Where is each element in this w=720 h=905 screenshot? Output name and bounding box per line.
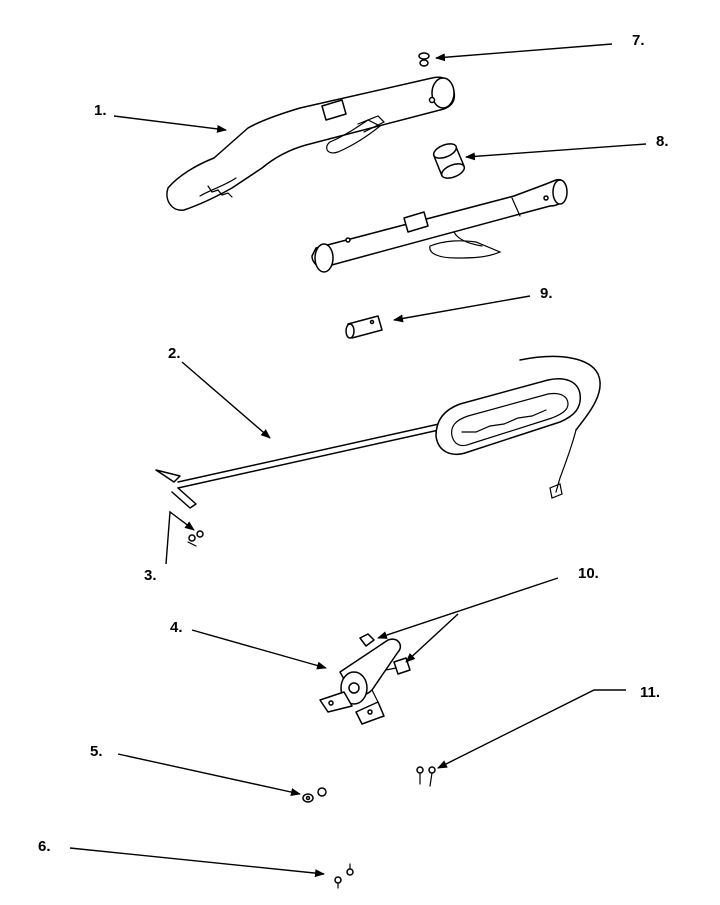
label-4: 4.	[170, 619, 183, 636]
callout-labels: 1. 7. 8. 9. 2. 3. 10. 4. 11. 5. 6.	[38, 32, 669, 855]
part-5-screw	[302, 787, 327, 803]
part-6-screws	[334, 863, 354, 889]
label-5: 5.	[90, 743, 103, 760]
part-8-sleeve	[432, 143, 466, 179]
part-11-screws	[416, 766, 436, 787]
leader-1	[113, 115, 227, 133]
leader-10b	[405, 613, 459, 663]
part-1-upper-handle	[166, 76, 456, 211]
leader-lines	[69, 43, 647, 878]
part-4-bracket	[319, 638, 402, 725]
leader-8	[465, 143, 647, 161]
leader-10a	[377, 577, 559, 639]
label-6: 6.	[38, 838, 51, 855]
label-1: 1.	[94, 102, 107, 119]
leader-6	[69, 847, 325, 878]
leader-7	[435, 43, 613, 62]
label-3: 3.	[144, 567, 157, 584]
label-10: 10.	[578, 565, 599, 582]
part-2-rod-frame	[155, 355, 601, 509]
part-9-pin	[345, 315, 383, 339]
leader-9	[393, 295, 531, 323]
label-11: 11.	[640, 684, 660, 701]
leader-5	[117, 753, 301, 796]
leader-3	[165, 510, 195, 565]
part-7-screw	[418, 52, 430, 67]
part-middle-tube	[311, 178, 568, 273]
part-3-screws	[187, 530, 204, 547]
leader-4	[191, 629, 327, 670]
leader-11	[437, 689, 626, 769]
label-7: 7.	[632, 32, 645, 49]
label-9: 9.	[540, 285, 553, 302]
label-8: 8.	[656, 133, 669, 150]
label-2: 2.	[168, 345, 181, 362]
leader-2	[181, 361, 271, 439]
